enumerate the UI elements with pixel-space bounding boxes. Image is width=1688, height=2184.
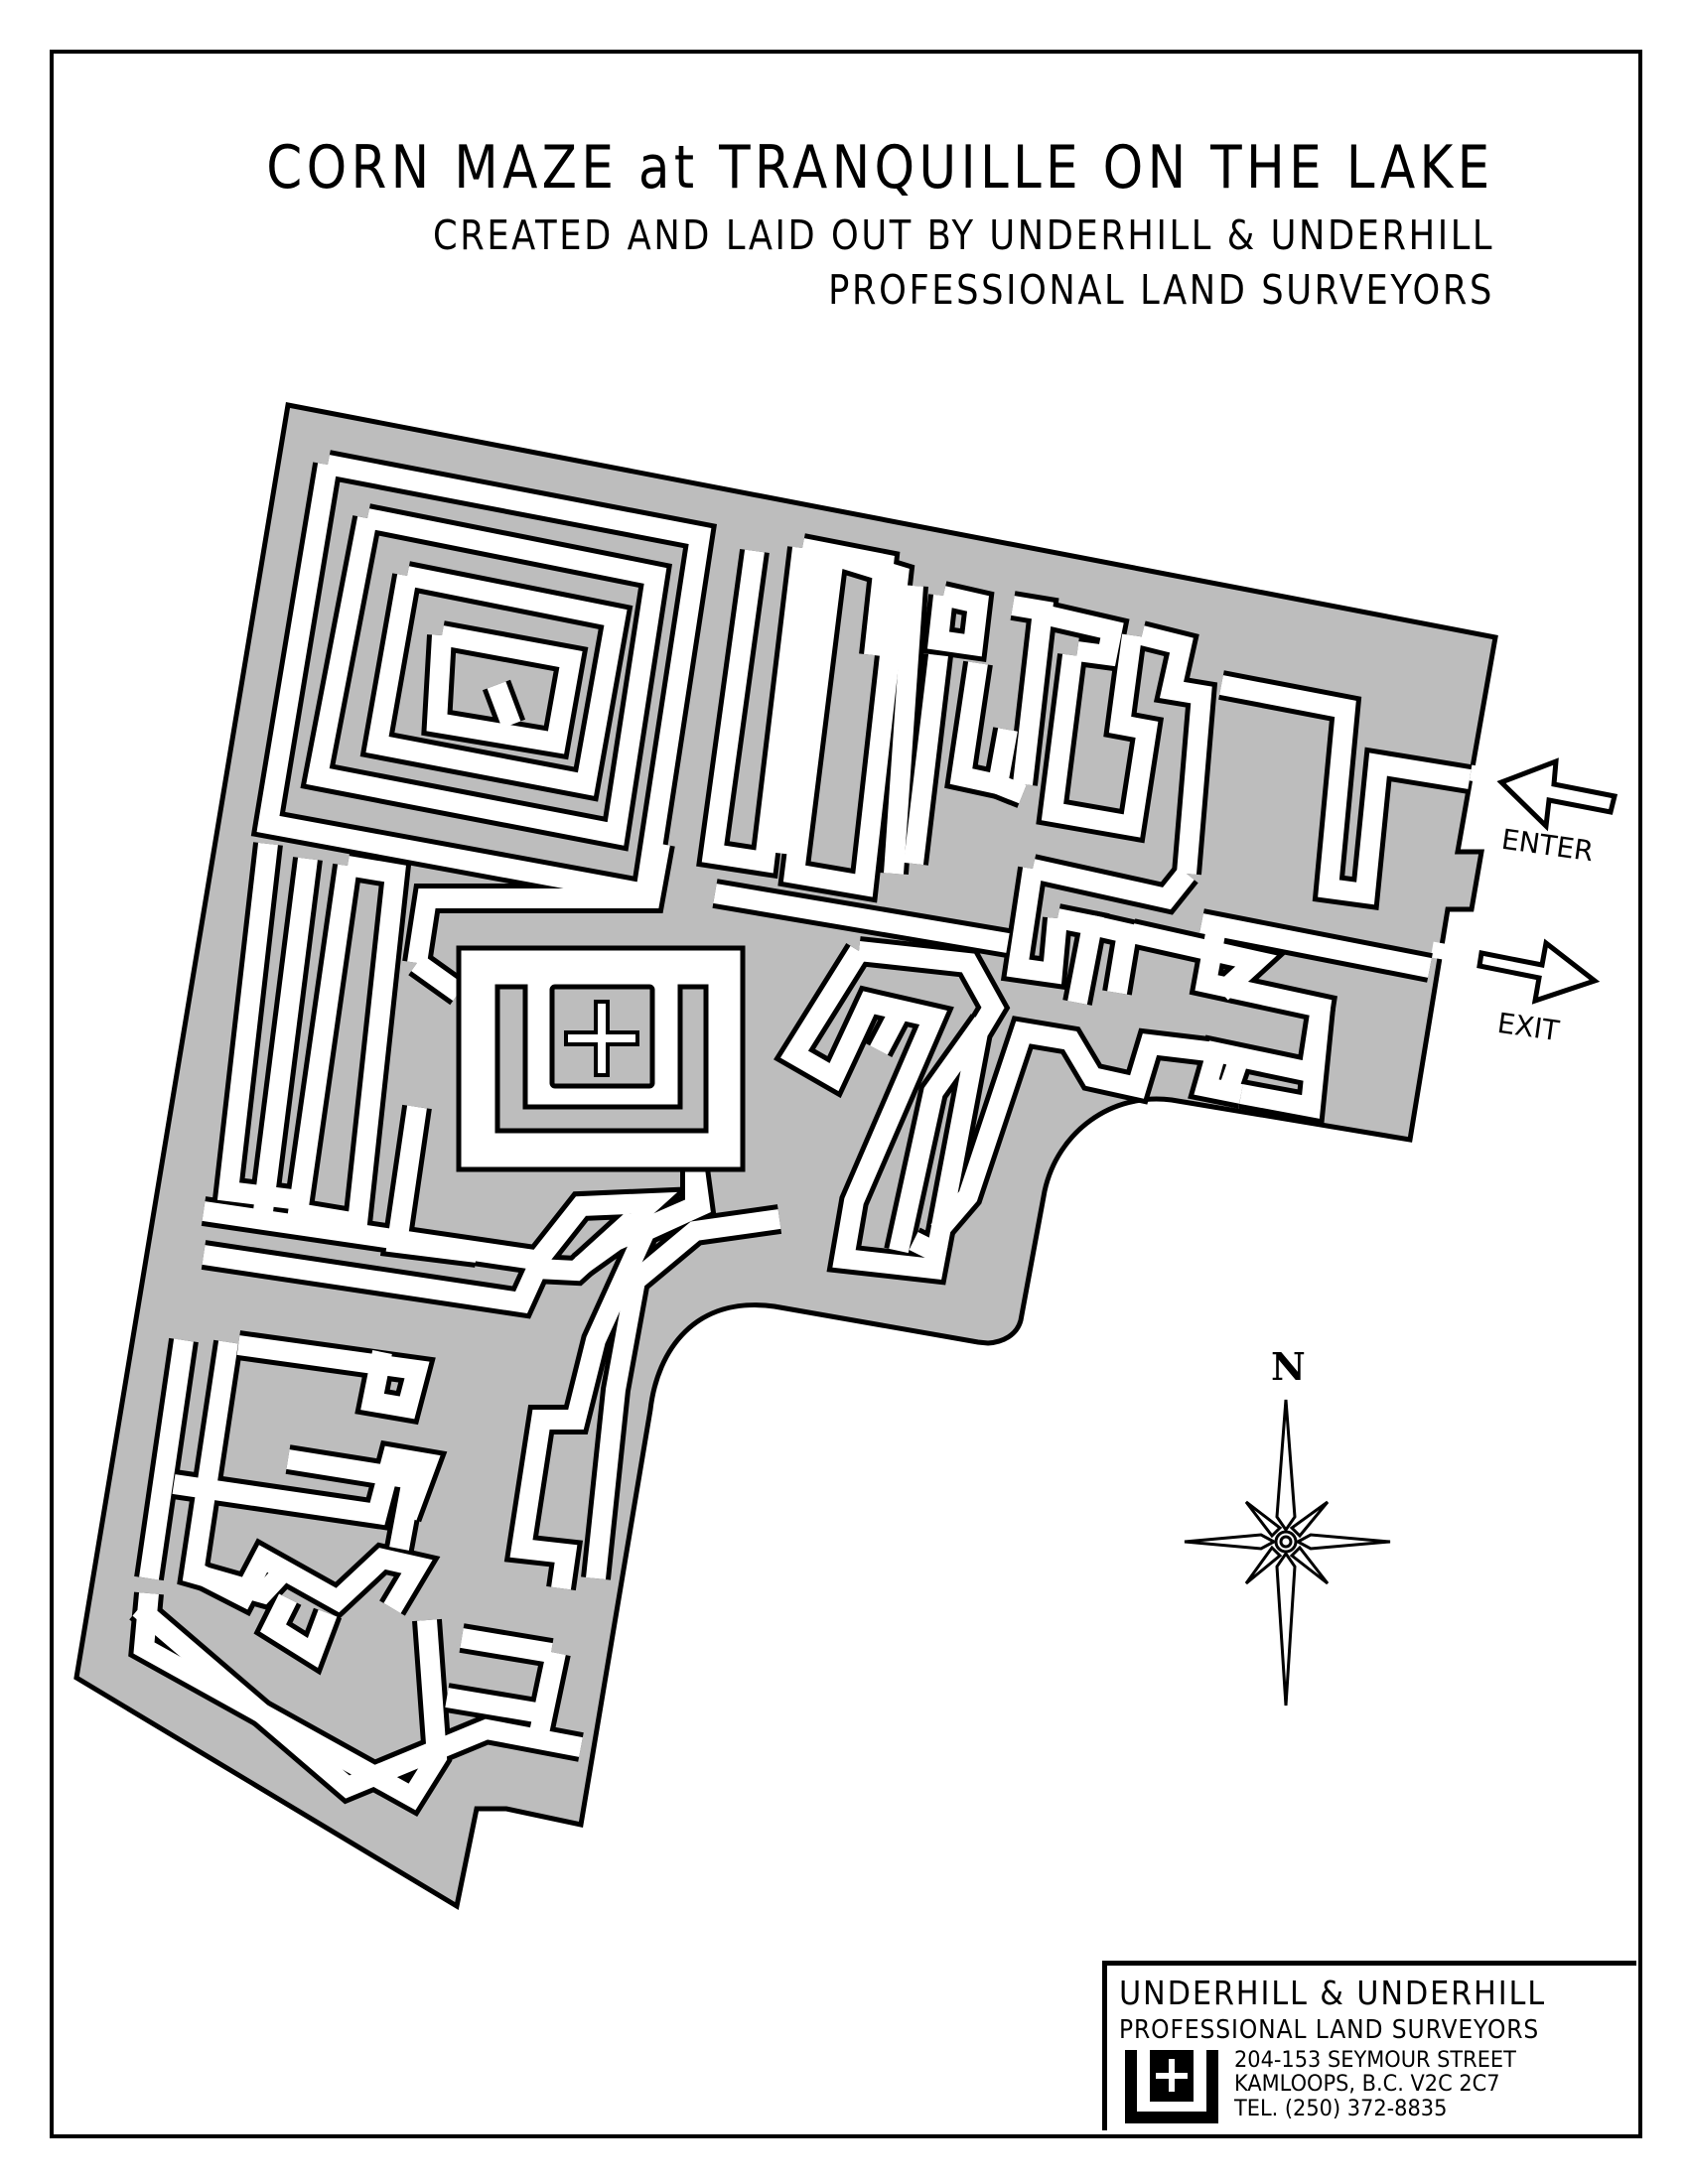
- title-block-city: KAMLOOPS, B.C. V2C 2C7: [1234, 2072, 1500, 2097]
- title-block-subtitle: PROFESSIONAL LAND SURVEYORS: [1119, 2015, 1540, 2045]
- compass-rose-icon: [1184, 1399, 1391, 1706]
- company-logo-icon: [1125, 2050, 1218, 2123]
- title-block: UNDERHILL & UNDERHILL PROFESSIONAL LAND …: [1102, 1961, 1636, 2130]
- enter-arrow-icon: [1496, 757, 1618, 832]
- drawing-title: CORN MAZE at TRANQUILLE ON THE LAKE: [266, 133, 1494, 203]
- maze-center-logo: [456, 945, 746, 1172]
- exit-arrow-icon: [1477, 938, 1601, 1005]
- exit-gap: [1430, 941, 1474, 965]
- title-block-address: 204-153 SEYMOUR STREET: [1234, 2048, 1516, 2073]
- drawing-border: [50, 50, 1642, 2138]
- title-block-firm: UNDERHILL & UNDERHILL: [1119, 1974, 1547, 2012]
- title-block-phone: TEL. (250) 372-8835: [1234, 2097, 1448, 2121]
- maze-paths: [128, 450, 1473, 1818]
- north-label: N: [1271, 1344, 1306, 1389]
- drawing-subtitle-profession: PROFESSIONAL LAND SURVEYORS: [828, 266, 1494, 314]
- drawing-subtitle-credit: CREATED AND LAID OUT BY UNDERHILL & UNDE…: [432, 211, 1494, 259]
